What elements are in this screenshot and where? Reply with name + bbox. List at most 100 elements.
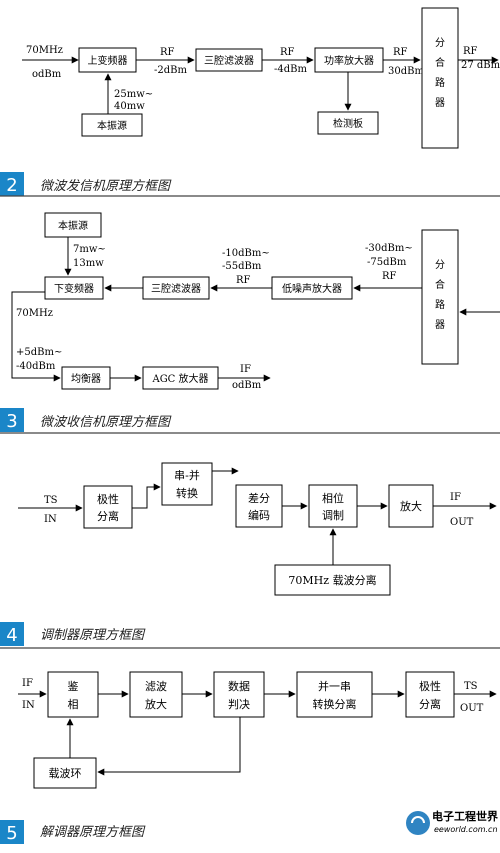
rf-label-3: RF xyxy=(393,47,408,58)
sp-convert-line-1: 串-并 xyxy=(174,468,200,482)
caption-3-badge xyxy=(0,408,24,432)
figure-5-demodulator: IF IN 鉴 相 滤波 放大 数据 判决 并一串 转换分离 极性 分离 TS … xyxy=(0,671,498,844)
if-level-a: +5dBm~ xyxy=(16,347,62,358)
power-amp-label: 功率放大器 xyxy=(324,54,374,67)
combiner-char-4: 器 xyxy=(435,97,445,109)
level-label-3: 30dBm xyxy=(388,66,424,77)
mod-in-in: IN xyxy=(44,514,57,525)
monitor-box xyxy=(317,111,379,135)
watermark-logo-icon xyxy=(406,811,430,835)
caption-5-num: 5 xyxy=(6,823,17,844)
filter-amp-line-2: 放大 xyxy=(145,697,167,711)
demod-in-if: IF xyxy=(22,678,33,689)
combiner-char-2: 合 xyxy=(435,56,445,69)
detector-box xyxy=(47,671,99,718)
rx-combiner-char-4: 器 xyxy=(435,319,445,331)
if-freq-label: 70MHz xyxy=(16,308,53,319)
data-decide-box xyxy=(213,671,265,718)
filter-amp-line-1: 滤波 xyxy=(145,680,167,693)
caption-2-text: 微波发信机原理方框图 xyxy=(40,179,172,194)
mod-polarity-line-2: 分离 xyxy=(97,509,119,523)
sp-convert-box xyxy=(161,462,213,506)
rx-lo-power-a: 7mw~ xyxy=(73,244,106,255)
lo-power-b: 40mw xyxy=(114,101,145,112)
carrier-loop-label: 载波环 xyxy=(49,767,82,780)
lna-label: 低噪声放大器 xyxy=(282,282,342,295)
mod-polarity-line-1: 极性 xyxy=(97,492,119,506)
rx-combiner-char-1: 分 xyxy=(435,259,445,271)
ps-convert-line-1: 并一串 xyxy=(318,679,351,693)
detector-line-1: 鉴 xyxy=(68,680,79,693)
data-decide-line-1: 数据 xyxy=(228,679,250,693)
diff-code-box xyxy=(235,484,283,528)
power-amp-box xyxy=(314,47,384,73)
caption-3-num: 3 xyxy=(6,411,17,432)
if-level-b: -40dBm xyxy=(16,361,56,372)
figure-2-transmitter: 70MHz odBm 上变频器 本振源 25mw~ 40mw RF -2dBm … xyxy=(0,7,500,197)
demod-out-ts: TS xyxy=(464,681,478,692)
demod-polarity-line-2: 分离 xyxy=(419,697,441,711)
mod-amp-box xyxy=(388,484,434,528)
phase-mod-line-2: 调制 xyxy=(322,509,344,522)
combiner-char-3: 路 xyxy=(435,76,445,89)
ps-convert-box xyxy=(296,671,373,718)
rf-label-1: RF xyxy=(160,47,175,58)
downconverter-label: 下变频器 xyxy=(54,282,94,295)
rx-local-osc-box xyxy=(44,212,102,238)
lo-power-a: 25mw~ xyxy=(114,89,153,100)
caption-2-badge xyxy=(0,172,24,196)
rx-lo-power-b: 13mw xyxy=(73,258,104,269)
caption-4: 4 调制器原理方框图 xyxy=(0,622,500,649)
caption-4-badge xyxy=(0,622,24,646)
caption-4-text: 调制器原理方框图 xyxy=(40,628,146,643)
mod-in-ts: TS xyxy=(44,495,58,506)
mid-rf: RF xyxy=(236,275,251,286)
rx-combiner-char-2: 合 xyxy=(435,278,445,291)
mod-polarity-box xyxy=(83,485,133,529)
level-label-1: -2dBm xyxy=(154,65,187,76)
rf-label-2: RF xyxy=(280,47,295,58)
rx-combiner-char-3: 路 xyxy=(435,298,445,311)
rx-out-level: odBm xyxy=(232,380,262,391)
combiner-char-1: 分 xyxy=(435,37,445,49)
demod-polarity-box xyxy=(405,671,455,718)
phase-mod-line-1: 相位 xyxy=(322,491,344,505)
detector-line-2: 相 xyxy=(68,698,79,711)
demod-out-out: OUT xyxy=(460,703,484,714)
ps-convert-line-2: 转换分离 xyxy=(313,697,357,711)
figure-4-modulator: TS IN 极性 分离 串-并 转换 差分 编码 相位 调制 放大 IF OUT… xyxy=(0,462,500,649)
combiner-box xyxy=(421,7,459,149)
local-osc-label: 本振源 xyxy=(97,119,127,132)
demod-in-in: IN xyxy=(22,700,35,711)
agc-amp-label: AGC 放大器 xyxy=(151,372,208,385)
input-freq-label: 70MHz xyxy=(26,45,63,56)
filter-label: 三腔滤波器 xyxy=(204,54,254,67)
downconverter-box xyxy=(44,276,104,300)
monitor-label: 检测板 xyxy=(333,117,363,130)
diff-code-line-2: 编码 xyxy=(248,508,270,522)
rx-filter-label: 三腔滤波器 xyxy=(151,282,201,295)
caption-2-num: 2 xyxy=(6,175,17,196)
watermark: 电子工程世界 eeworld.com.cn xyxy=(406,809,498,835)
demod-feedback-path xyxy=(97,717,241,776)
carrier-loop-box xyxy=(33,757,97,789)
rx-in-rf: RF xyxy=(382,271,397,282)
phase-mod-box xyxy=(308,484,358,528)
rx-out-if: IF xyxy=(240,364,251,375)
rx-in-level-b: -75dBm xyxy=(367,257,407,268)
out-level-label: 27 dBm xyxy=(461,60,500,71)
equalizer-label: 均衡器 xyxy=(71,373,101,385)
caption-5: 5 解调器原理方框图 xyxy=(0,820,146,844)
mod-out-if: IF xyxy=(450,492,461,503)
watermark-brand: 电子工程世界 xyxy=(432,809,498,823)
data-decide-line-2: 判决 xyxy=(228,698,250,711)
mod-out-out: OUT xyxy=(450,517,474,528)
caption-5-badge xyxy=(0,820,24,844)
filter-amp-box xyxy=(129,671,183,718)
diff-code-line-1: 差分 xyxy=(248,491,270,505)
carrier-label: 70MHz 载波分离 xyxy=(288,573,376,587)
sp-convert-line-2: 转换 xyxy=(176,486,198,500)
caption-4-num: 4 xyxy=(6,625,17,646)
demod-polarity-line-1: 极性 xyxy=(419,679,441,693)
